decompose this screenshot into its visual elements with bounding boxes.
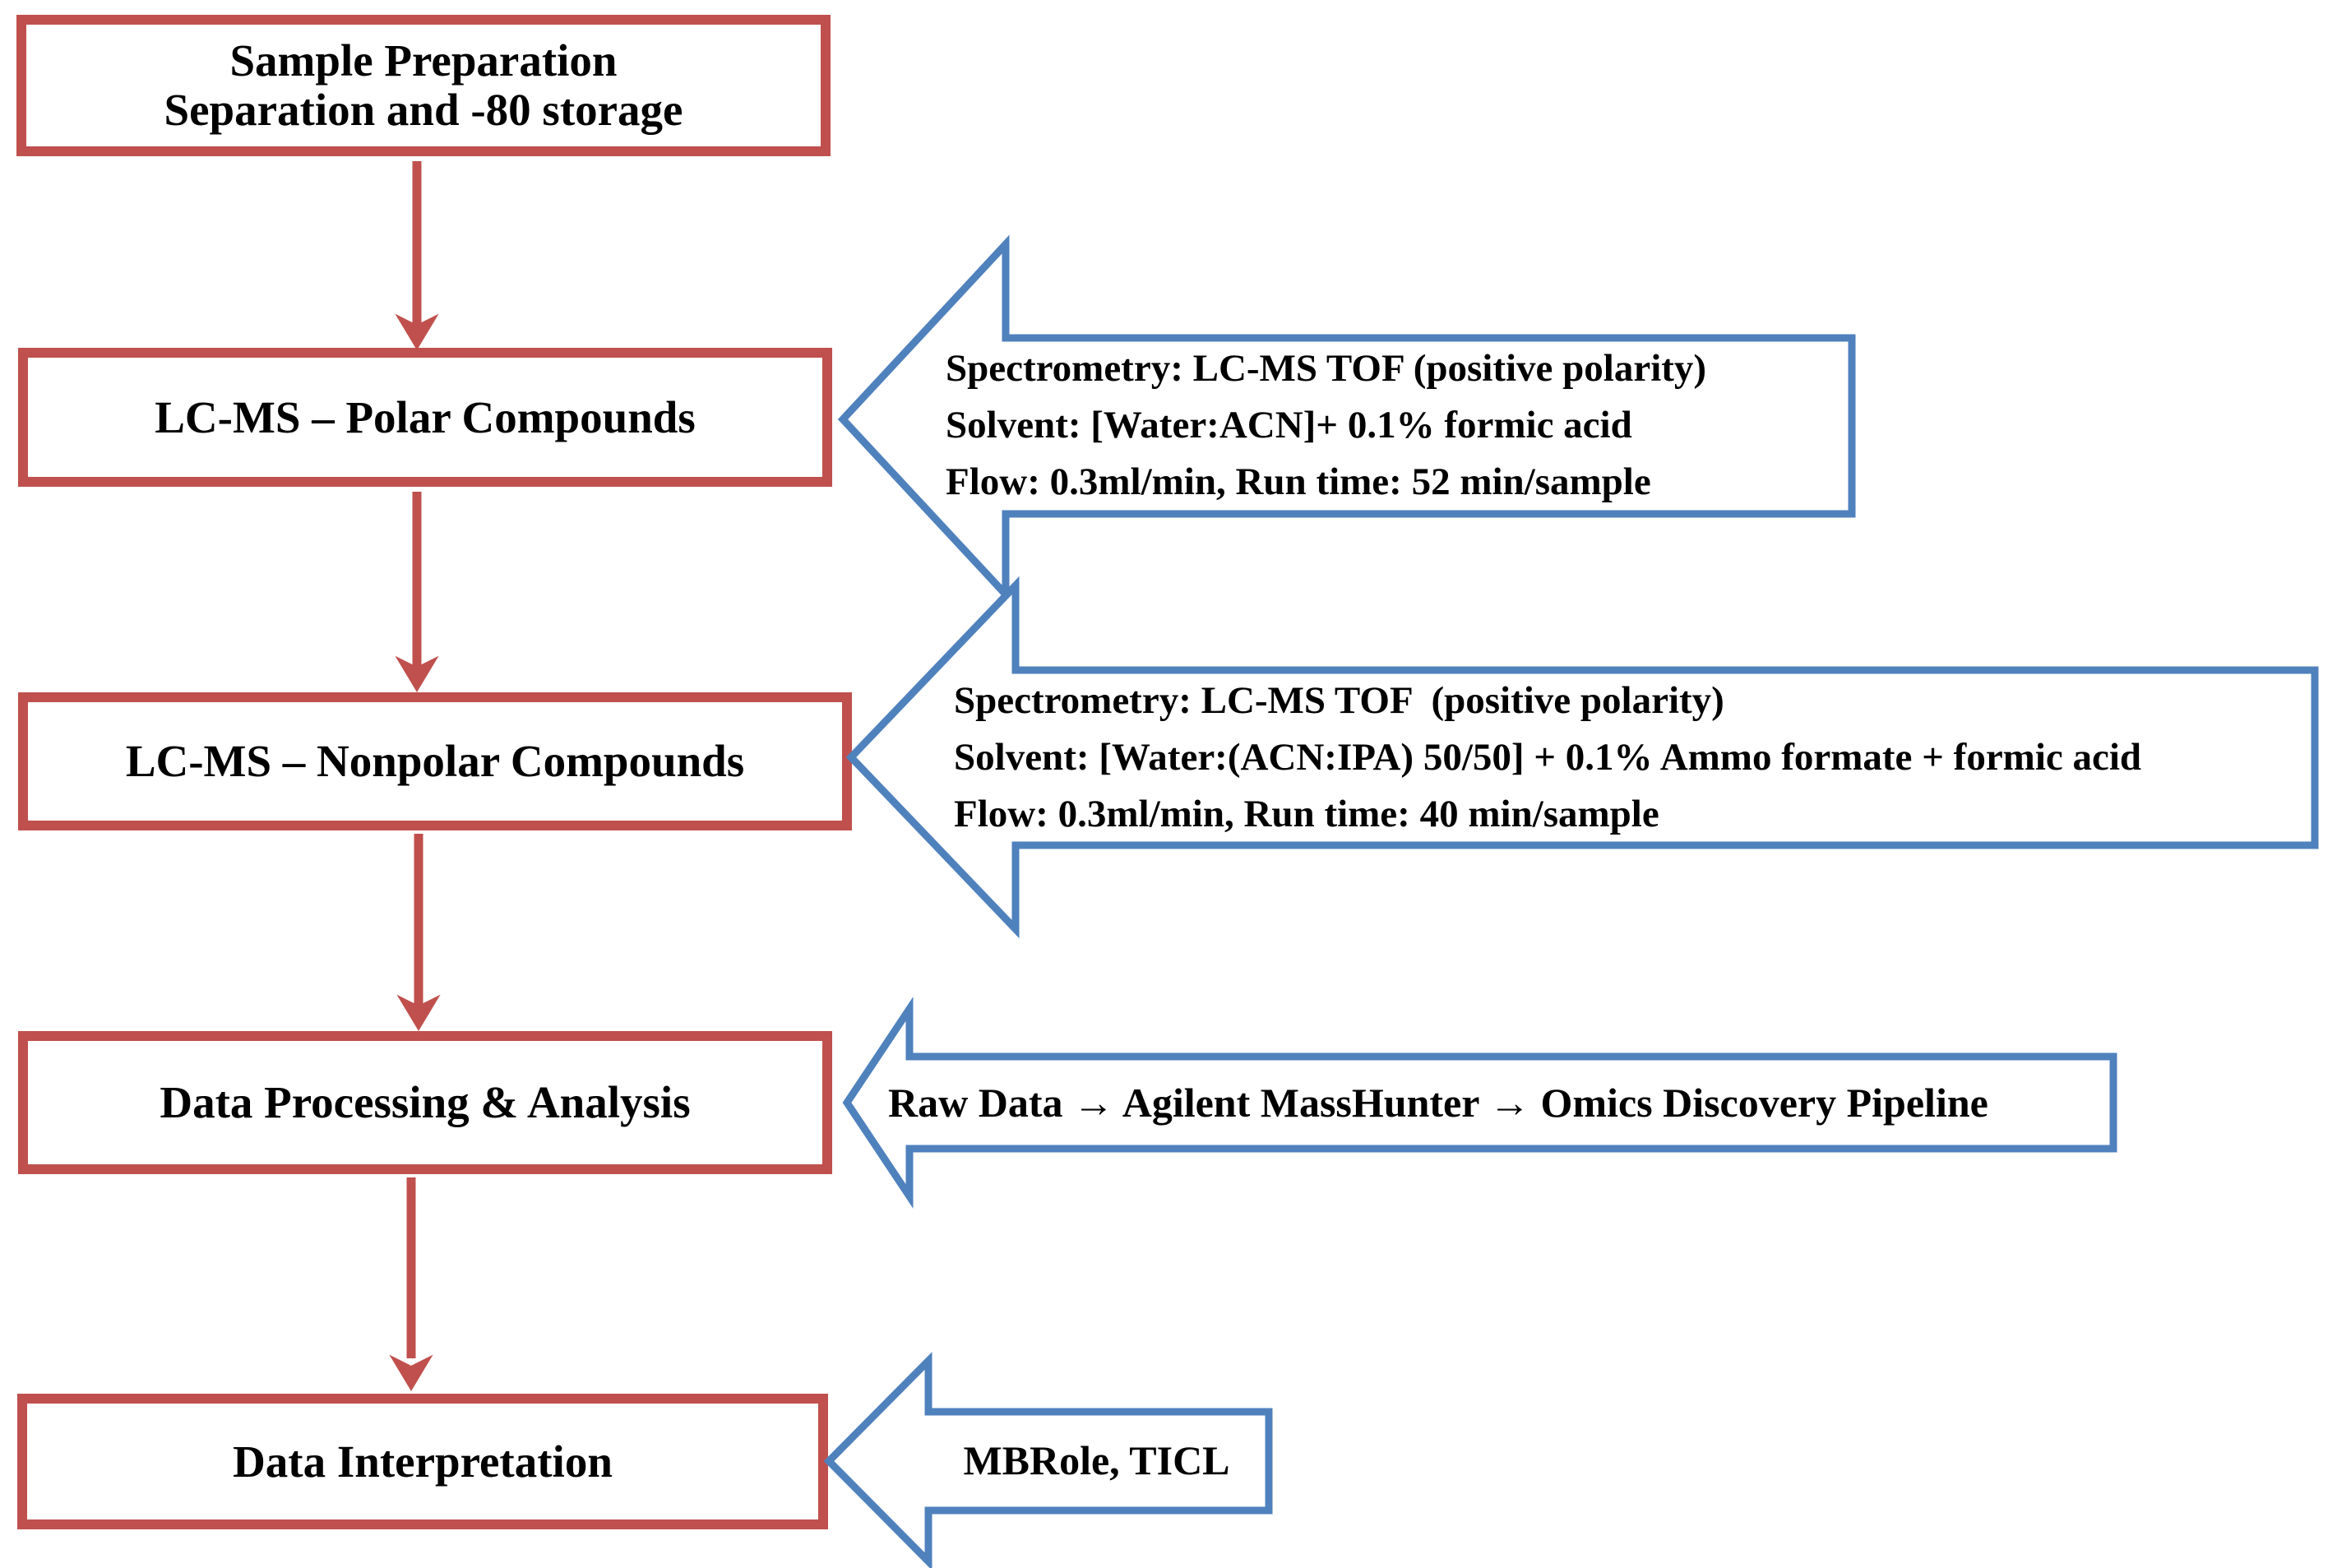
box-label-line: Data Interpretation bbox=[233, 1436, 613, 1487]
connector-arrow-3 bbox=[396, 834, 441, 1031]
callout-line: Raw Data → Agilent MassHunter → Omics Di… bbox=[888, 1080, 1988, 1126]
connector-arrow-2 bbox=[395, 492, 439, 692]
box-label-line: Data Processing & Analysis bbox=[160, 1077, 691, 1127]
box-label-line: Separation and -80 storage bbox=[164, 85, 683, 135]
down-arrowhead-icon bbox=[389, 1354, 433, 1391]
callout-text-polar-method: Spectrometry: LC-MS TOF (positive polari… bbox=[946, 340, 1844, 511]
callout-text-nonpolar-method: Spectrometry: LC-MS TOF (positive polari… bbox=[954, 672, 2309, 843]
callout-line: Spectrometry: LC-MS TOF (positive polari… bbox=[946, 346, 1707, 390]
flow-box-lcms-nonpolar: LC-MS – Nonpolar Compounds bbox=[18, 692, 852, 830]
connector-arrow-1 bbox=[395, 161, 439, 350]
callout-line: Spectrometry: LC-MS TOF (positive polari… bbox=[954, 678, 1724, 722]
callout-line: Solvent: [Water:ACN]+ 0.1% formic acid bbox=[946, 403, 1632, 446]
callout-text-processing-tools: Raw Data → Agilent MassHunter → Omics Di… bbox=[888, 1058, 2107, 1147]
flow-box-data-interpretation: Data Interpretation bbox=[17, 1394, 828, 1529]
down-arrowhead-icon bbox=[395, 655, 439, 692]
box-label-line: LC-MS – Polar Compounds bbox=[155, 391, 696, 442]
callout-line: Solvent: [Water:(ACN:IPA) 50/50] + 0.1% … bbox=[954, 735, 2142, 779]
flow-box-lcms-polar: LC-MS – Polar Compounds bbox=[18, 348, 832, 487]
connector-arrow-4 bbox=[389, 1177, 433, 1391]
callout-line: Flow: 0.3ml/min, Run time: 52 min/sample bbox=[946, 460, 1651, 503]
callout-line: Flow: 0.3ml/min, Run time: 40 min/sample bbox=[954, 792, 1659, 835]
box-label-line: Sample Preparation bbox=[229, 35, 618, 86]
down-arrowhead-icon bbox=[395, 313, 439, 350]
down-arrowhead-icon bbox=[396, 994, 441, 1031]
callout-line: MBRole, TICL bbox=[963, 1437, 1230, 1483]
box-label-line: LC-MS – Nonpolar Compounds bbox=[125, 736, 745, 786]
flow-box-data-processing: Data Processing & Analysis bbox=[18, 1031, 832, 1174]
callout-text-interpretation-tools: MBRole, TICL bbox=[930, 1412, 1263, 1509]
flow-box-sample-preparation: Sample Preparation Separation and -80 st… bbox=[16, 15, 831, 156]
